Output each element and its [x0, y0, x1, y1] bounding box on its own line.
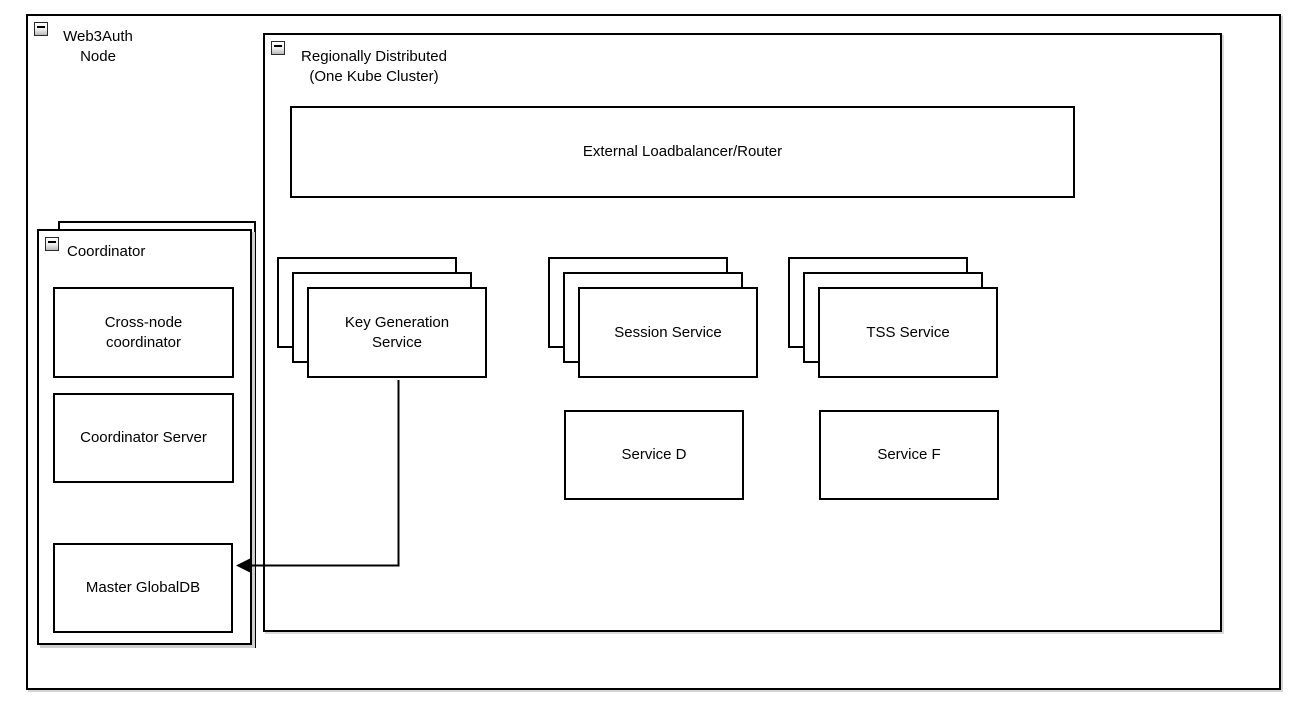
- cross-node-coordinator-node[interactable]: Cross-node coordinator: [53, 287, 234, 378]
- key-generation-service-stack[interactable]: Key Generation Service: [277, 257, 489, 380]
- collapse-minus-icon[interactable]: [34, 22, 48, 36]
- cross-node-coordinator-label: Cross-node coordinator: [104, 313, 183, 351]
- region-label: Regionally Distributed (One Kube Cluster…: [301, 48, 447, 85]
- master-globaldb-label: Master GlobalDB: [85, 579, 201, 596]
- collapse-minus-icon[interactable]: [45, 237, 59, 251]
- coordinator-group[interactable]: Coordinator Cross-node coordinator Coord…: [37, 221, 260, 653]
- key-generation-service-node[interactable]: Key Generation Service: [307, 287, 487, 378]
- master-globaldb-node[interactable]: Master GlobalDB: [53, 543, 233, 633]
- external-loadbalancer-node[interactable]: External Loadbalancer/Router: [290, 106, 1075, 198]
- session-service-label: Session Service: [614, 323, 722, 341]
- service-f-node[interactable]: Service F: [819, 410, 999, 500]
- tss-service-node[interactable]: TSS Service: [818, 287, 998, 378]
- service-f-label: Service F: [877, 446, 941, 463]
- tss-service-label: TSS Service: [866, 323, 950, 341]
- session-service-stack[interactable]: Session Service: [548, 257, 760, 380]
- key-generation-service-label: Key Generation Service: [344, 313, 450, 351]
- coordinator-container[interactable]: Coordinator Cross-node coordinator Coord…: [37, 229, 252, 645]
- collapse-minus-icon[interactable]: [271, 41, 285, 55]
- session-service-node[interactable]: Session Service: [578, 287, 758, 378]
- service-d-node[interactable]: Service D: [564, 410, 744, 500]
- region-group[interactable]: Regionally Distributed (One Kube Cluster…: [263, 33, 1222, 632]
- tss-service-stack[interactable]: TSS Service: [788, 257, 1000, 380]
- coordinator-server-node[interactable]: Coordinator Server: [53, 393, 234, 483]
- web3auth-node-label: Web3Auth Node: [63, 28, 133, 65]
- coordinator-label: Coordinator: [67, 243, 146, 260]
- coordinator-server-label: Coordinator Server: [80, 429, 207, 446]
- service-d-label: Service D: [621, 446, 687, 463]
- external-loadbalancer-label: External Loadbalancer/Router: [582, 143, 783, 160]
